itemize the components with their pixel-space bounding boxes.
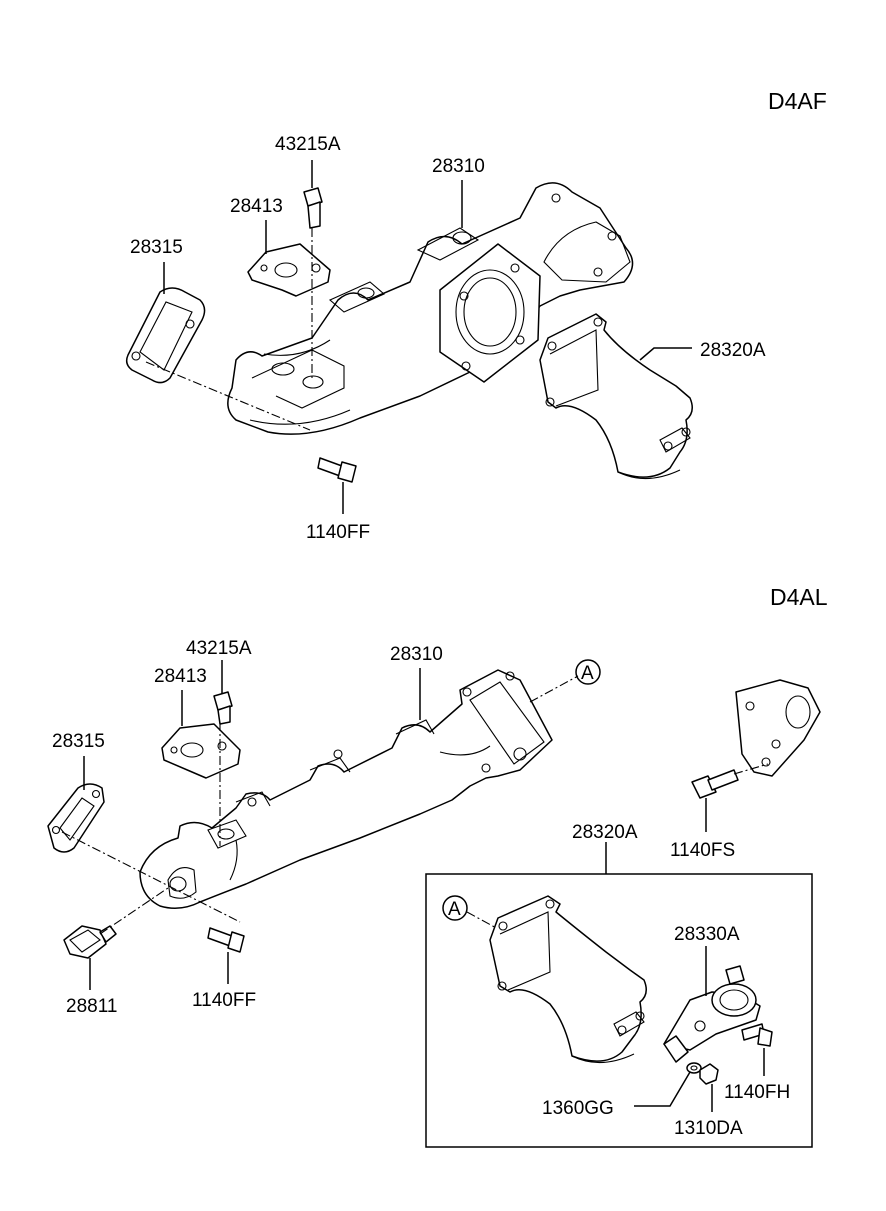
washer-1360GG-hole [690, 1065, 698, 1071]
label-28413-top: 28413 [230, 196, 283, 217]
label-28315-bottom: 28315 [52, 731, 105, 752]
section-code-top: D4AF [768, 88, 827, 114]
flange-bracket-1140FS [735, 679, 821, 777]
ref-marker-a-box-label: A [448, 899, 461, 920]
sensor-28811 [63, 925, 117, 959]
section-code-bottom: D4AL [770, 584, 828, 610]
gasket-28315-bottom [47, 783, 105, 853]
label-1310DA: 1310DA [674, 1118, 743, 1139]
bolt-1140FS [691, 769, 739, 799]
nut-1310DA [699, 1063, 719, 1085]
label-28310-top: 28310 [432, 156, 485, 177]
label-28320A-bottom: 28320A [572, 822, 638, 843]
assembly-line-bottom-1 [61, 831, 241, 923]
actuator-28330A [663, 965, 761, 1063]
assembly-line-box-a [466, 911, 501, 931]
assembly-line-bottom-3 [99, 887, 169, 935]
label-28310-bottom: 28310 [390, 644, 443, 665]
label-1360GG: 1360GG [542, 1098, 614, 1119]
leader-1360GG [634, 1071, 691, 1107]
label-43215A-top: 43215A [275, 134, 341, 155]
assembly-line-bottom-5 [733, 763, 769, 775]
bracket-28413-top [247, 243, 331, 297]
pipe-28320A-top [539, 313, 693, 480]
bracket-28413-bottom [161, 723, 241, 779]
label-43215A-bottom: 43215A [186, 638, 252, 659]
label-1140FF-top: 1140FF [306, 522, 370, 543]
label-28330A: 28330A [674, 924, 740, 945]
label-1140FH: 1140FH [724, 1082, 790, 1103]
label-28320A-top: 28320A [700, 340, 766, 361]
bolt-43215A-top [303, 187, 323, 229]
assembly-line-bottom-4 [529, 675, 579, 703]
label-1140FS: 1140FS [670, 840, 735, 861]
bolt-1140FH [741, 1023, 773, 1047]
washer-1360GG [686, 1062, 702, 1074]
label-28811: 28811 [66, 996, 117, 1017]
leader-28320A-top [639, 347, 692, 361]
ref-marker-a-box [442, 895, 468, 921]
ref-marker-a-upper-label: A [581, 663, 594, 684]
ref-marker-a-upper [575, 659, 601, 685]
bolt-1140FF-top [317, 457, 357, 483]
manifold-28310-top [227, 182, 634, 435]
label-1140FF-bottom: 1140FF [192, 990, 256, 1011]
bolt-1140FF-bottom [207, 927, 245, 953]
bolt-43215A-bottom [213, 691, 233, 725]
label-28413-bottom: 28413 [154, 666, 207, 687]
label-28315-top: 28315 [130, 237, 183, 258]
pipe-28320A-bottom [489, 895, 647, 1064]
assembly-line-top-1 [145, 361, 311, 431]
pipe-assembly-box [425, 873, 813, 1148]
manifold-28310-bottom [139, 669, 553, 909]
gasket-28315-top [125, 287, 206, 384]
